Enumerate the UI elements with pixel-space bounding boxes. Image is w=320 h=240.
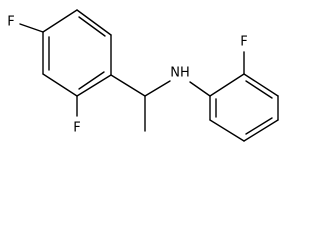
ring-bond bbox=[42, 73, 78, 97]
ring-bond bbox=[76, 74, 112, 97]
ring-double-bond bbox=[245, 80, 273, 99]
ch-to-nh-bond bbox=[144, 80, 171, 97]
ring-bond bbox=[243, 73, 279, 97]
fluorophenyl-ring bbox=[189, 51, 279, 142]
difluorophenyl-ring bbox=[19, 9, 112, 117]
ring-bond bbox=[42, 9, 78, 33]
chemical-structure: F F NH F bbox=[7, 9, 279, 142]
ring-double-bond bbox=[78, 16, 106, 37]
ring-bond bbox=[209, 73, 245, 97]
ring-to-ch-bond bbox=[110, 74, 146, 97]
amine-label: NH bbox=[170, 66, 190, 81]
ring-double-bond bbox=[245, 117, 273, 135]
ring-bond bbox=[209, 119, 245, 142]
fluorine-label: F bbox=[7, 15, 14, 30]
nh-to-ring-bond bbox=[189, 81, 211, 97]
ethylidene-bridge bbox=[110, 74, 171, 132]
ring-double-bond bbox=[78, 71, 105, 90]
fluorine-label: F bbox=[240, 35, 247, 50]
ring-bond bbox=[76, 9, 112, 36]
fluorine-label: F bbox=[73, 121, 80, 136]
ring-bond bbox=[243, 119, 279, 142]
c-f-bond bbox=[19, 23, 44, 33]
